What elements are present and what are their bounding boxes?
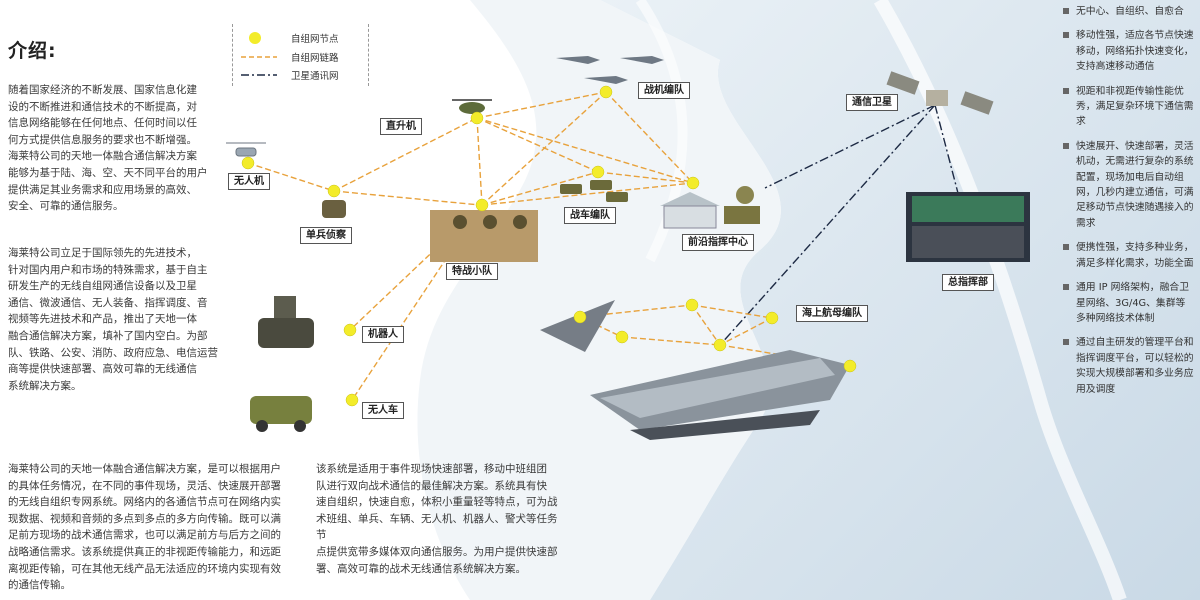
feature-item: 通过自主研发的管理平台和指挥调度平台，可以轻松的实现大规模部署和多业务应用及调度 <box>1060 335 1195 397</box>
legend-node-icon <box>249 32 261 44</box>
fighter-jets-icon <box>556 56 664 84</box>
label-hq: 总指挥部 <box>942 274 994 291</box>
feature-list: 无中心、自组织、自愈合 移动性强，适应各节点快速移动，网络拓扑快速变化，支持高速… <box>1060 0 1195 406</box>
node-ugv <box>345 393 359 407</box>
label-fighters: 战机编队 <box>638 82 690 99</box>
feature-item: 通用 IP 网络架构，融合卫星网络、3G/4G、集群等多种网络技术体制 <box>1060 280 1195 326</box>
node-air <box>685 298 699 312</box>
carrier-icon <box>540 300 850 440</box>
node-ship-2 <box>615 330 629 344</box>
legend-satellite-label: 卫星通讯网 <box>291 71 339 82</box>
feature-item: 移动性强，适应各节点快速移动，网络拓扑快速变化，支持高速移动通信 <box>1060 28 1195 74</box>
label-uav: 无人机 <box>228 173 270 190</box>
legend-node-label: 自组网节点 <box>291 34 339 45</box>
satellite-icon <box>886 71 994 115</box>
hq-icon <box>906 192 1030 262</box>
node-tanks <box>591 165 605 179</box>
feature-item: 便携性强，支持多种业务，满足多样化需求，功能全面 <box>1060 240 1195 271</box>
mesh-links <box>247 91 851 401</box>
node-uav <box>241 156 255 170</box>
label-helicopter: 直升机 <box>380 118 422 135</box>
intro-paragraph-1: 随着国家经济的不断发展、国家信息化建 设的不断推进和通信技术的不断提高，对 信息… <box>8 84 208 213</box>
feature-item: 视距和非视距传输性能优秀，满足复杂环境下通信需求 <box>1060 84 1195 130</box>
node-jet <box>573 310 587 324</box>
node-helicopter <box>470 111 484 125</box>
node-special-forces <box>475 198 489 212</box>
ugv-icon <box>250 396 312 432</box>
label-tanks: 战车编队 <box>564 207 616 224</box>
intro-paragraph-2: 海莱特公司立足于国际领先的先进技术， 针对国内用户和市场的特殊需求，基于自主 研… <box>8 247 218 392</box>
robot-icon <box>258 296 314 348</box>
uav-icon <box>226 142 266 157</box>
node-forward <box>686 176 700 190</box>
bottom-paragraph-2: 该系统是适用于事件现场快速部署，移动中班组团 队进行双向战术通信的最佳解决方案。… <box>316 463 558 575</box>
node-fighters <box>599 85 613 99</box>
special-forces-icon <box>430 210 538 262</box>
satellite-links <box>719 104 966 346</box>
feature-item: 快速展开、快速部署，灵活机动，无需进行复杂的系统配置，现场加电后自动组网，几秒内… <box>1060 139 1195 231</box>
bottom-paragraph-1: 海莱特公司的天地一体融合通信解决方案，是可以根据用户 的具体任务情况，在不同的事… <box>8 463 281 592</box>
mesh-nodes <box>241 85 857 407</box>
sat-link-carrier <box>719 104 936 346</box>
label-carrier: 海上航母编队 <box>796 305 868 322</box>
legend-symbols <box>241 32 277 76</box>
sat-link-hq <box>934 104 966 221</box>
node-air-2 <box>765 311 779 325</box>
page-title: 介绍: <box>8 40 57 62</box>
label-satellite: 通信卫星 <box>846 94 898 111</box>
sat-link-forward <box>764 104 936 189</box>
node-robot <box>343 323 357 337</box>
tanks-icon <box>560 180 628 202</box>
node-carrier-stern <box>843 359 857 373</box>
node-carrier <box>713 338 727 352</box>
feature-item: 无中心、自组织、自愈合 <box>1060 4 1195 19</box>
legend-link-label: 自组网链路 <box>291 53 339 64</box>
label-soldier: 单兵侦察 <box>300 227 352 244</box>
label-ugv: 无人车 <box>362 402 404 419</box>
legend: 自组网节点 自组网链路 卫星通讯网 <box>232 24 369 86</box>
soldier-recon-icon <box>322 200 346 218</box>
helicopter-icon <box>452 99 492 114</box>
forward-command-icon <box>660 186 760 229</box>
node-soldier <box>327 184 341 198</box>
label-robot: 机器人 <box>362 326 404 343</box>
label-special-forces: 特战小队 <box>446 263 498 280</box>
label-forward-command: 前沿指挥中心 <box>682 234 754 251</box>
